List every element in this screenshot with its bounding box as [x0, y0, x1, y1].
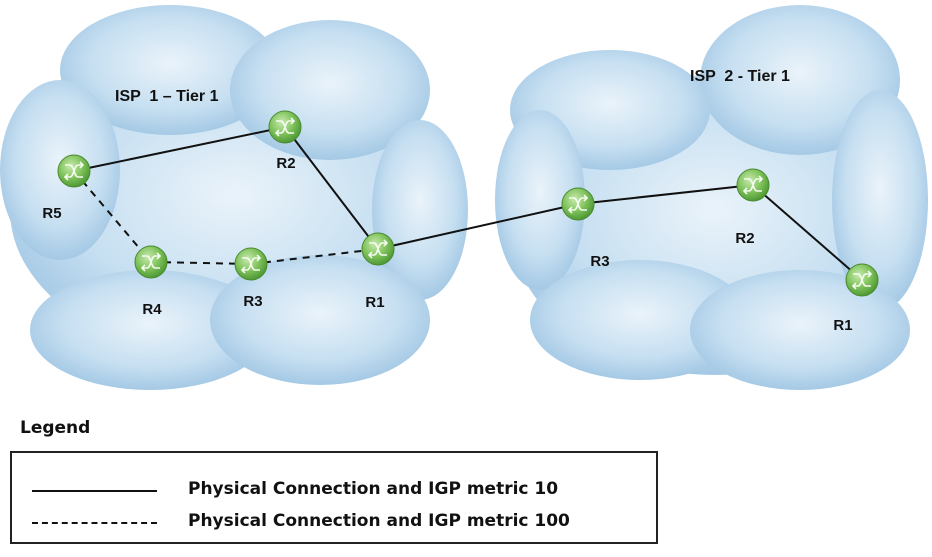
- switch-arrows-icon: [567, 194, 589, 214]
- router-label: R2: [276, 155, 295, 172]
- router-label: R3: [590, 253, 609, 270]
- router-isp1-r2[interactable]: R2: [268, 110, 302, 172]
- cloud-title-isp2: ISP 2 - Tier 1: [690, 68, 790, 85]
- cloud-isp2: [495, 5, 928, 390]
- link-isp1-r2-isp1-r1: [284, 126, 379, 250]
- link-isp1-r4-isp1-r3: [150, 261, 252, 265]
- router-label: R4: [142, 301, 162, 318]
- switch-arrows-icon: [240, 254, 262, 274]
- switch-arrows-icon: [140, 252, 162, 272]
- router-label: R2: [735, 230, 754, 247]
- switch-arrows-icon: [367, 239, 389, 259]
- switch-arrows-icon: [851, 270, 873, 290]
- router-isp1-r3[interactable]: R3: [234, 247, 268, 310]
- router-label: R1: [833, 317, 852, 334]
- switch-arrows-icon: [274, 117, 296, 137]
- link-isp1-r5-isp1-r2: [73, 126, 286, 172]
- router-label: R5: [42, 205, 61, 222]
- router-isp1-r4[interactable]: R4: [134, 245, 168, 318]
- legend-title: Legend: [20, 418, 91, 438]
- legend-item-dashed: Physical Connection and IGP metric 100: [188, 511, 570, 531]
- router-isp1-r1[interactable]: R1: [361, 232, 395, 311]
- link-isp1-r3-isp1-r1: [250, 248, 379, 265]
- router-label: R3: [243, 293, 262, 310]
- router-isp1-r5[interactable]: R5: [42, 154, 91, 222]
- cloud-isp1: [0, 5, 468, 390]
- link-isp1-r5-isp1-r4: [73, 170, 152, 263]
- switch-arrows-icon: [63, 161, 85, 181]
- link-isp2-r2-isp2-r1: [752, 184, 863, 281]
- link-isp2-r3-isp2-r2: [577, 184, 754, 205]
- legend-box: Physical Connection and IGP metric 10 Ph…: [10, 451, 658, 544]
- router-isp2-r1[interactable]: R1: [833, 263, 879, 334]
- router-isp2-r3[interactable]: R3: [561, 187, 610, 270]
- router-label: R1: [365, 294, 384, 311]
- switch-arrows-icon: [742, 175, 764, 195]
- legend-dashed-line: [32, 522, 157, 524]
- cloud-title-isp1: ISP 1 – Tier 1: [115, 88, 219, 105]
- link-isp1-r1-isp2-r3: [377, 203, 579, 250]
- legend-item-solid: Physical Connection and IGP metric 10: [188, 479, 559, 499]
- legend-solid-line: [32, 490, 157, 492]
- router-isp2-r2[interactable]: R2: [735, 168, 770, 247]
